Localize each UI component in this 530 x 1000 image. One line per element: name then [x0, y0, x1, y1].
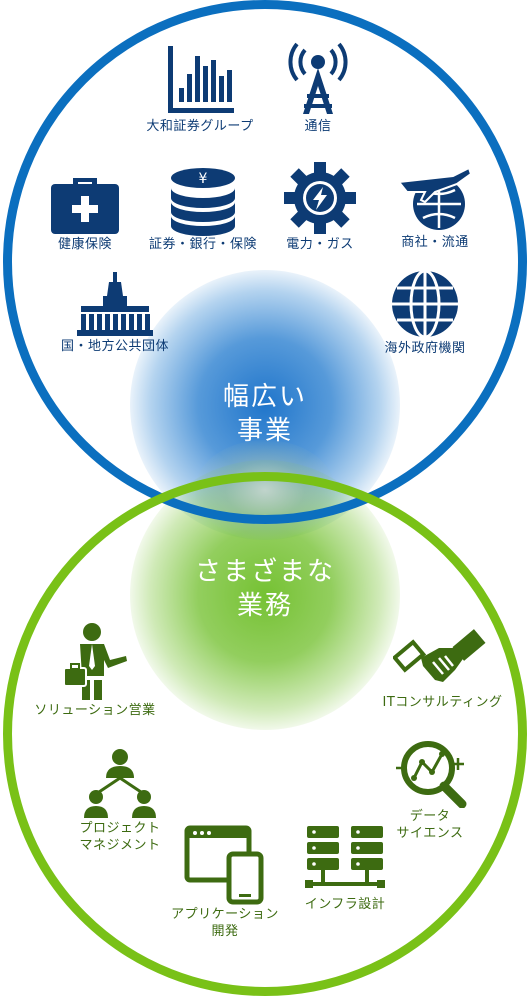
server-rack-icon — [305, 826, 385, 888]
role-item-consulting: ITコンサルティング — [370, 628, 515, 711]
businessman-icon — [63, 623, 127, 700]
business-label: 電力・ガス — [286, 237, 354, 252]
business-center-title: 幅広い 事業 — [165, 380, 365, 448]
business-label: 通信 — [304, 119, 332, 134]
business-item-overseas: 海外政府機関 — [370, 268, 480, 357]
bar-chart-icon — [168, 46, 234, 113]
business-label: 証券・銀行・保険 — [148, 237, 257, 252]
business-label: 海外政府機関 — [384, 341, 466, 356]
role-label: インフラ設計 — [304, 897, 386, 912]
magnifier-chart-icon — [396, 741, 467, 808]
business-item-government: 国・地方公共団体 — [45, 272, 185, 355]
business-center-line2: 事業 — [236, 416, 293, 446]
business-label: 商社・流通 — [401, 235, 469, 250]
business-item-energy: 電力・ガス — [275, 160, 365, 253]
devices-icon — [184, 825, 264, 905]
business-center-line1: 幅広い — [222, 382, 307, 412]
coin-stack-icon: ¥ — [171, 168, 235, 236]
role-label: アプリケーション — [171, 907, 279, 922]
role-label: ソリューション営業 — [34, 703, 156, 718]
business-label: 健康保険 — [57, 237, 112, 252]
role-label: ITコンサルティング — [382, 695, 503, 710]
business-item-telecom: 通信 — [278, 42, 358, 135]
team-hierarchy-icon — [84, 749, 156, 818]
role-label: データ — [409, 809, 451, 824]
handshake-icon — [392, 629, 486, 682]
business-item-daiwa: 大和証券グループ — [130, 42, 270, 135]
business-item-health: 健康保険 — [40, 170, 130, 253]
business-item-trade: 商社・流通 — [390, 162, 480, 251]
medical-kit-icon — [51, 178, 119, 234]
business-item-finance: ¥ 証券・銀行・保険 — [138, 166, 268, 253]
role-center-line2: 業務 — [236, 591, 293, 621]
role-item-data-science: データ サイエンス — [380, 738, 480, 842]
gear-bolt-icon — [284, 162, 356, 234]
role-label: プロジェクト — [79, 821, 161, 836]
plane-globe-icon — [397, 166, 473, 230]
globe-icon — [392, 269, 458, 339]
role-item-pm: プロジェクト マネジメント — [60, 748, 180, 854]
business-label: 国・地方公共団体 — [60, 339, 169, 354]
business-label: 大和証券グループ — [146, 119, 254, 134]
role-label: サイエンス — [396, 826, 464, 841]
role-item-sales: ソリューション営業 — [20, 622, 170, 719]
role-center-title: さまざまな 業務 — [165, 555, 365, 623]
role-label: マネジメント — [79, 838, 161, 853]
parliament-building-icon — [77, 272, 153, 336]
role-item-infra: インフラ設計 — [290, 824, 400, 913]
antenna-tower-icon — [288, 42, 348, 114]
role-center-line1: さまざまな — [194, 557, 335, 587]
role-circle — [3, 472, 527, 996]
role-item-app-dev: アプリケーション 開発 — [160, 824, 290, 940]
role-label: 開発 — [211, 924, 239, 939]
svg-text:¥: ¥ — [199, 171, 208, 187]
